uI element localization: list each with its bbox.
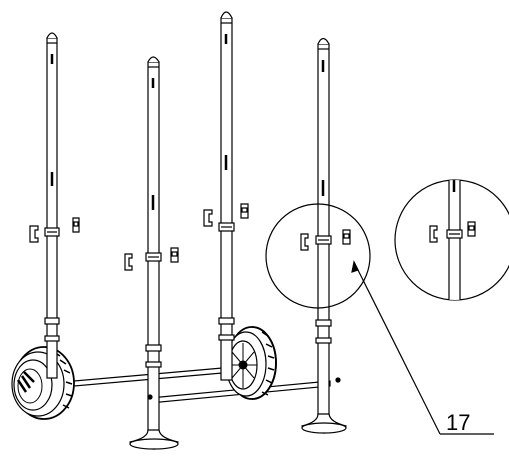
leg-post-3	[218, 11, 235, 381]
leg-post-4	[301, 37, 347, 434]
axle-rod	[39, 363, 331, 404]
bracket-clips	[29, 203, 249, 271]
detail-circle-left	[265, 203, 371, 309]
leg-post-2	[129, 56, 179, 450]
callout-leader	[351, 260, 494, 435]
detail-circle-right	[394, 179, 509, 301]
right-wheel-tread	[251, 326, 277, 400]
part-number-label: 17	[446, 410, 470, 435]
left-wheel	[11, 346, 75, 420]
leg-post-1	[44, 32, 60, 379]
